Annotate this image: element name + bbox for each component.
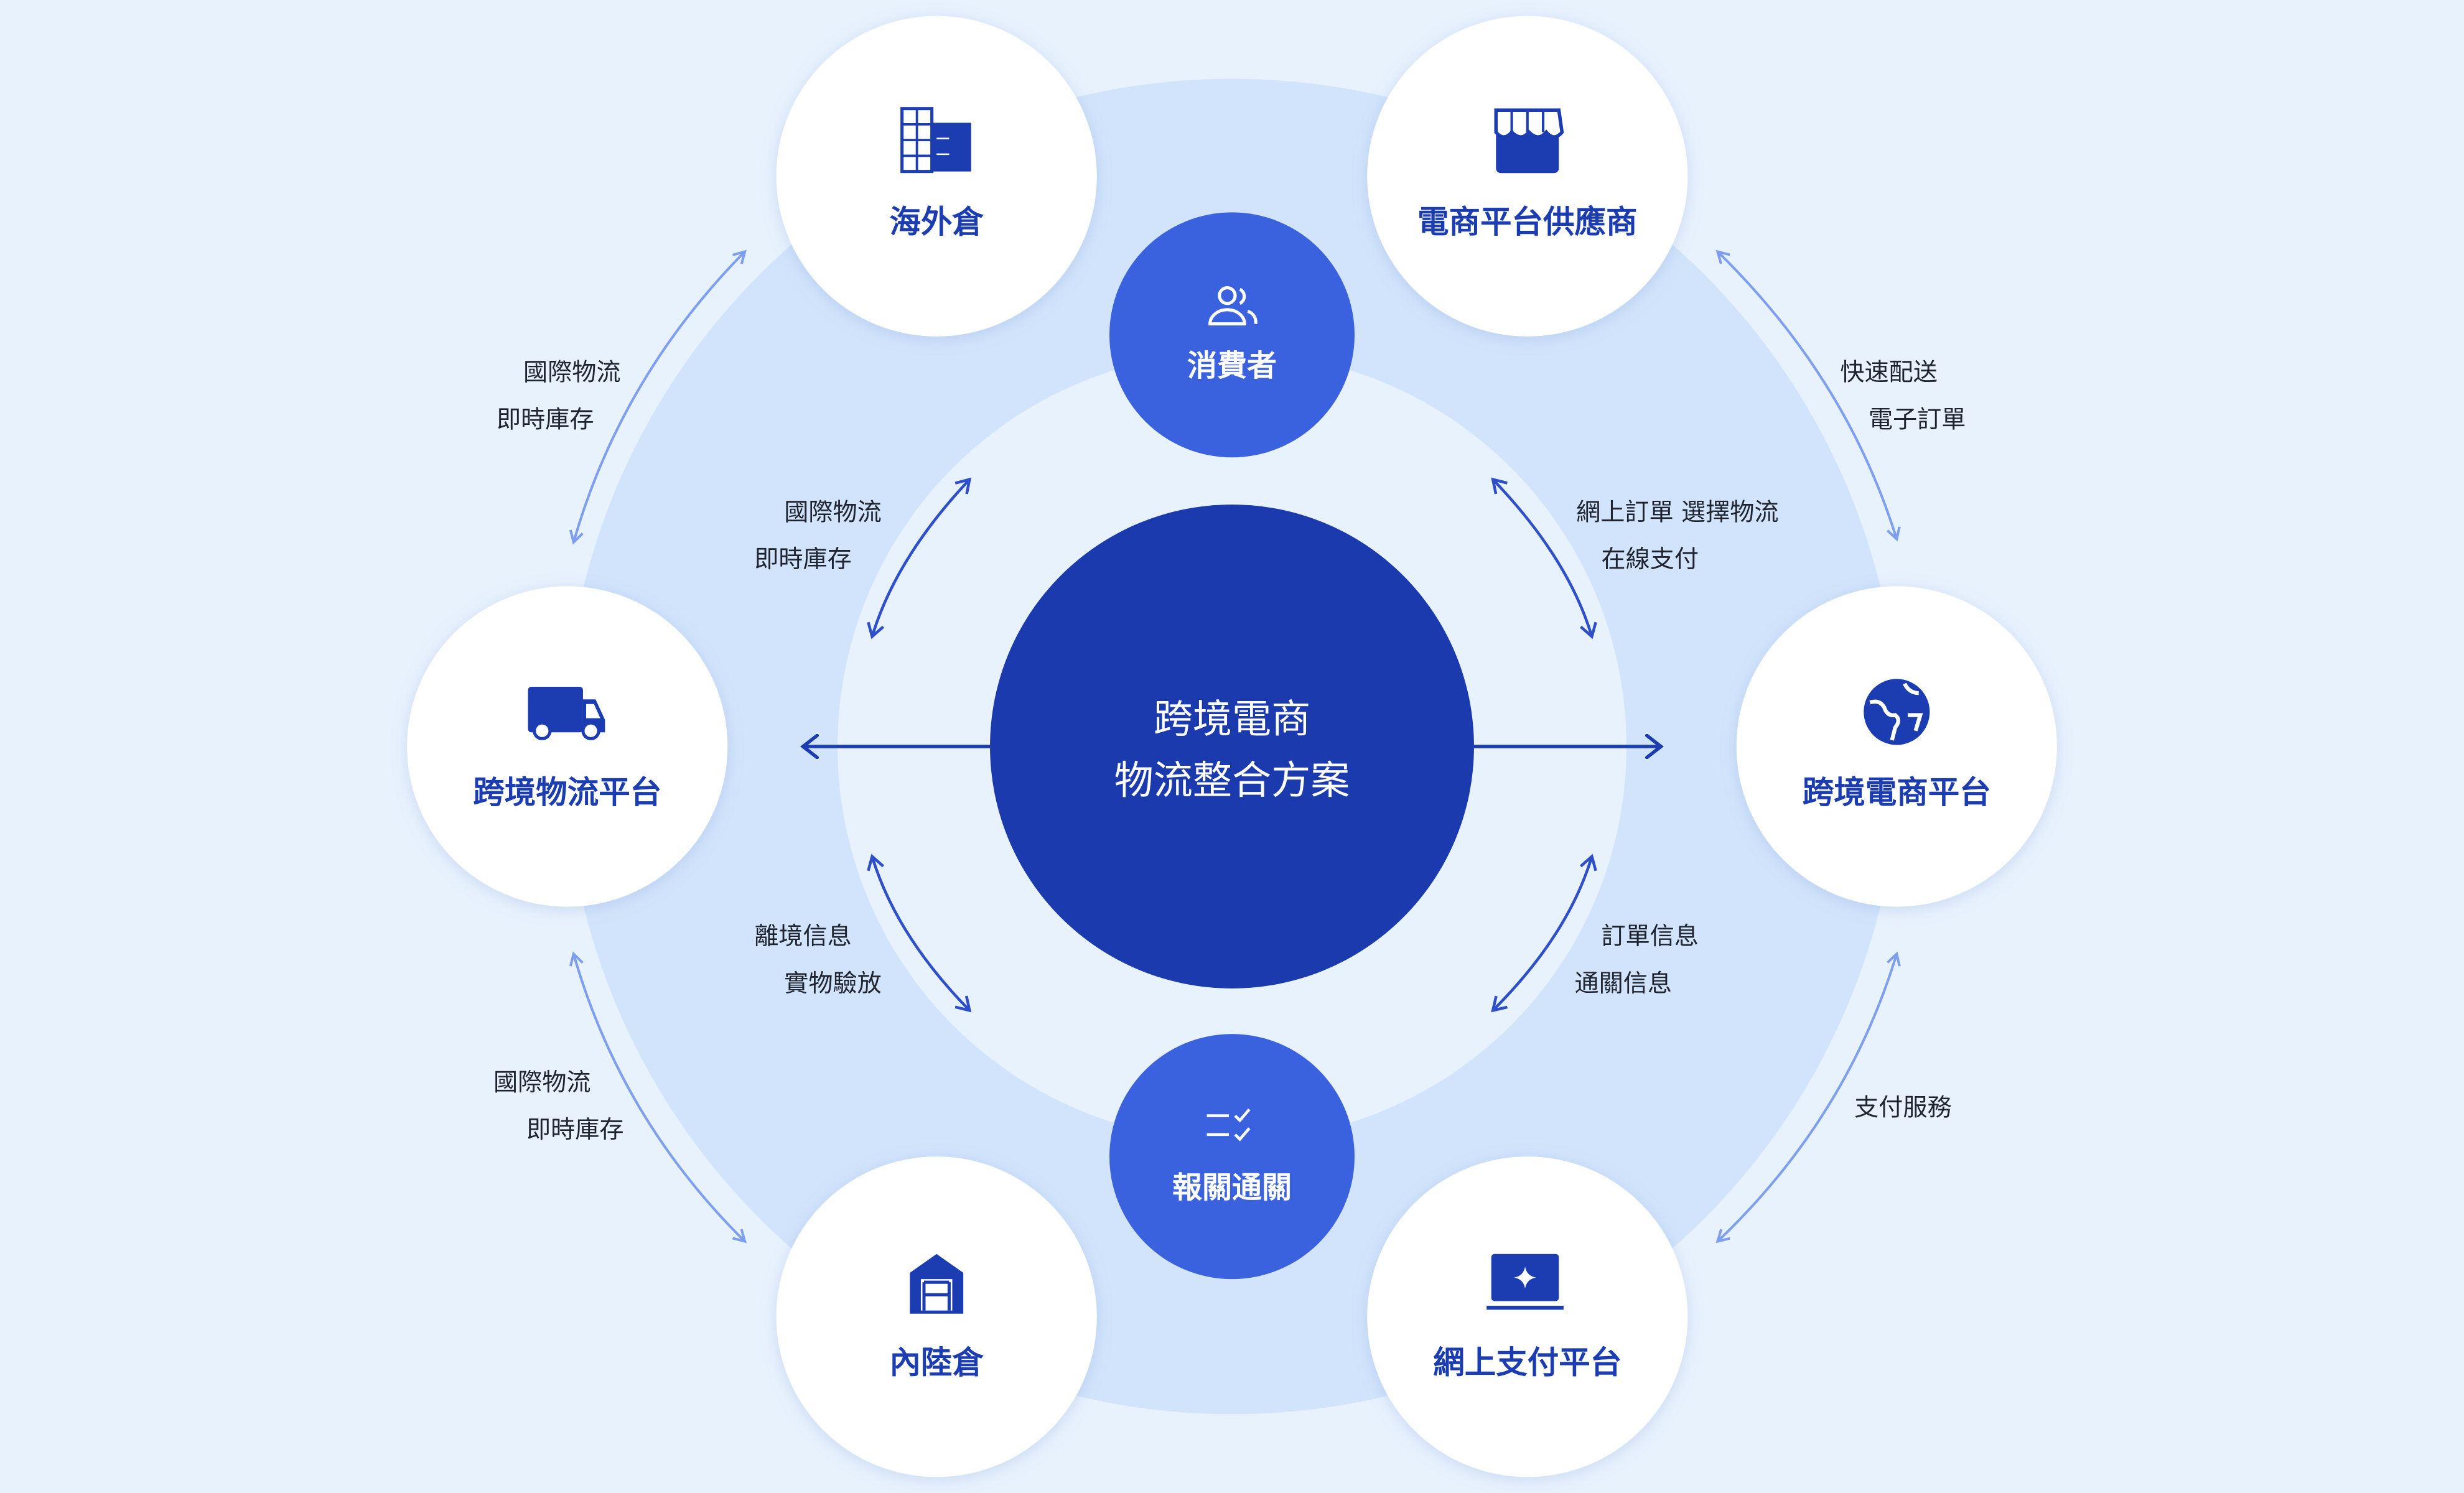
flow-label: 即時庫存 (497, 406, 594, 434)
flow-label: 通關信息 (1575, 970, 1673, 998)
consumer-node[interactable]: 消費者 (1109, 212, 1355, 458)
node-label: 電商平台供應商 (1417, 203, 1638, 240)
node-inland-warehouse[interactable]: 內陸倉 (776, 1156, 1097, 1477)
center-node: 跨境電商 物流整合方案 (990, 505, 1474, 988)
node-overseas-warehouse[interactable]: 海外倉 (776, 16, 1097, 337)
node-label: 跨境電商平台 (1803, 774, 1991, 811)
truck-icon (528, 687, 605, 740)
laptop-icon (1486, 1253, 1564, 1310)
node-label: 海外倉 (889, 203, 984, 240)
inner-arrows (867, 477, 1597, 1013)
node-payment-platform[interactable]: 網上支付平台 (1367, 1156, 1688, 1477)
flow-label: 電子訂單 (1869, 406, 1966, 434)
outer-arrows (569, 249, 1901, 1244)
flow-label: 離境信息 (754, 923, 852, 951)
checklist-icon (1206, 1108, 1251, 1142)
arrow-outer-bottom-left (569, 951, 747, 1244)
flow-label: 即時庫存 (526, 1116, 624, 1144)
flow-label: 快速配送 (1840, 359, 1937, 387)
flow-label: 實物驗放 (784, 970, 881, 998)
node-ecommerce-platform[interactable]: 跨境電商平台 (1736, 586, 2057, 907)
flow-label: 國際物流 (493, 1069, 591, 1097)
center-title-line2: 物流整合方案 (1114, 757, 1350, 803)
arrow-outer-bottom-right (1715, 951, 1901, 1244)
consumer-label: 消費者 (1187, 348, 1277, 383)
flow-label: 即時庫存 (754, 546, 852, 574)
flow-label: 國際物流 (784, 498, 881, 526)
node-label: 內陸倉 (889, 1344, 984, 1381)
flow-label: 網上訂單 選擇物流 (1576, 498, 1778, 526)
users-icon (1208, 286, 1258, 326)
building-icon (900, 107, 971, 174)
arrow-inner-top-left (867, 477, 972, 640)
node-label: 網上支付平台 (1433, 1344, 1622, 1381)
node-supplier[interactable]: 電商平台供應商 (1367, 16, 1688, 337)
arrow-inner-bottom-right (1491, 853, 1597, 1013)
customs-label: 報關通關 (1172, 1170, 1292, 1205)
arrow-inner-bottom-left (867, 853, 972, 1013)
flow-label: 支付服務 (1854, 1094, 1952, 1122)
arrow-inner-top-right (1491, 477, 1597, 640)
warehouse-icon (910, 1253, 964, 1314)
customs-node[interactable]: 報關通關 (1109, 1034, 1355, 1280)
node-label: 跨境物流平台 (473, 774, 661, 811)
arrow-outer-top-right (1715, 249, 1901, 542)
globe-icon (1864, 679, 1930, 745)
node-logistics-platform[interactable]: 跨境物流平台 (407, 586, 728, 907)
center-title-line1: 跨境電商 (1154, 695, 1311, 742)
flow-label: 訂單信息 (1601, 923, 1699, 951)
flow-label: 在線支付 (1601, 546, 1699, 574)
arrow-outer-top-left (569, 249, 747, 545)
flow-label: 國際物流 (523, 359, 621, 387)
storefront-icon (1494, 108, 1564, 174)
